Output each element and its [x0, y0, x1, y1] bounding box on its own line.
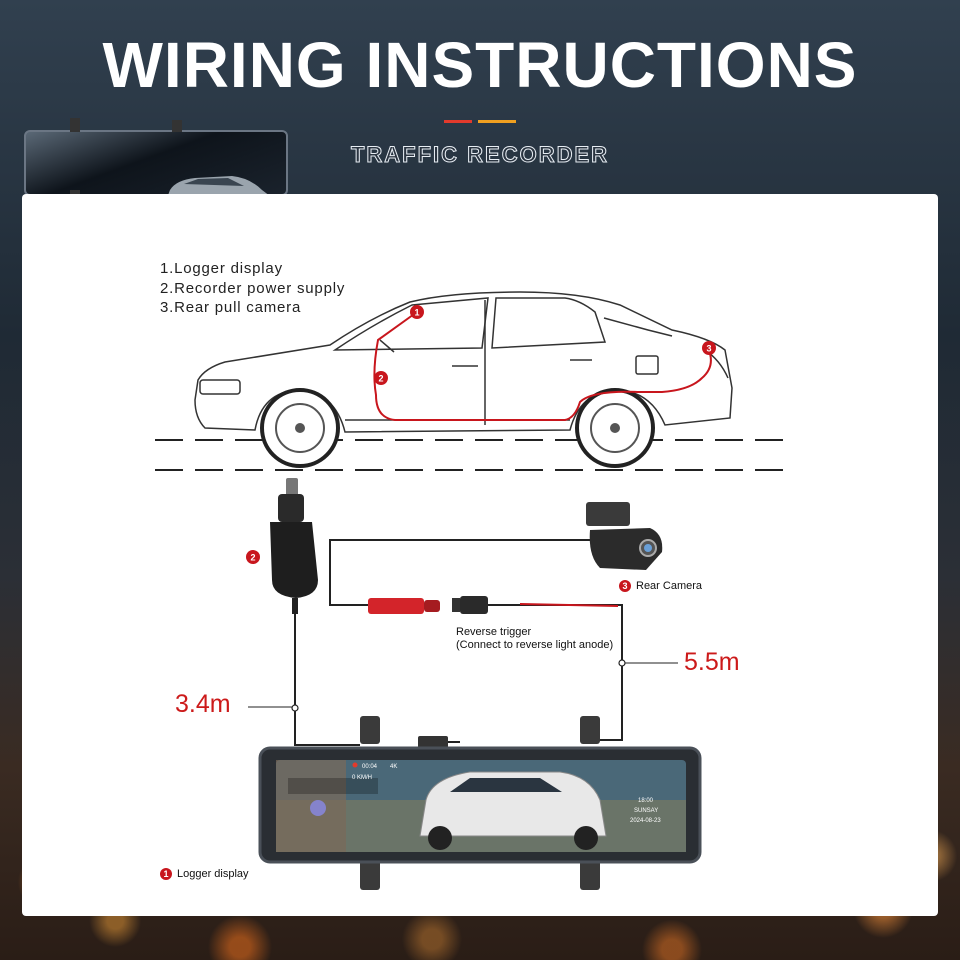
- marker-2-car: 2: [374, 371, 388, 385]
- screen-resolution: 4K: [390, 764, 397, 770]
- legend-item-rear-camera: 3.Rear pull camera: [160, 299, 302, 316]
- marker-1-car: 1: [410, 305, 424, 319]
- cigarette-power-adapter: [270, 478, 318, 614]
- trigger-red-wire: [519, 603, 619, 607]
- marker-3-rear-camera: 3: [619, 580, 631, 593]
- svg-text:2: 2: [250, 553, 255, 563]
- car-wheels: [260, 388, 655, 468]
- title-accent-bar: [444, 120, 516, 123]
- legend-item-power-supply: 2.Recorder power supply: [160, 279, 346, 297]
- screen-speed: 0 KM/H: [352, 775, 372, 781]
- screen-record-dot: [352, 762, 358, 768]
- svg-text:2: 2: [378, 374, 383, 384]
- rear-camera-device: [586, 502, 663, 570]
- marker-2-adapter: 2: [246, 550, 260, 564]
- screen-clock: 18:00: [638, 798, 654, 804]
- svg-text:3: 3: [706, 344, 711, 354]
- screen-day: SUNSAY: [634, 808, 658, 814]
- screen-date: 2024-08-23: [630, 818, 661, 824]
- power-cable-length: 3.4m: [175, 690, 231, 718]
- reverse-trigger-connector: [368, 596, 488, 614]
- page-title: WIRING INSTRUCTIONS: [102, 29, 858, 101]
- legend-list: 1.Logger display 2.Recorder power supply…: [160, 259, 345, 318]
- reverse-trigger-label: Reverse trigger (Connect to reverse ligh…: [456, 626, 614, 651]
- screen-time: 00:04: [362, 764, 378, 770]
- marker-1-logger: 1: [160, 868, 172, 881]
- camera-cable-length: 5.5m: [684, 648, 740, 676]
- svg-text:1: 1: [414, 308, 419, 318]
- page-subtitle: TRAFFIC RECORDER: [350, 142, 610, 168]
- legend-item-logger-display: 1.Logger display: [160, 260, 283, 277]
- road-lines: [155, 439, 790, 471]
- logger-display-device: [258, 716, 702, 890]
- in-car-cable-route: [373, 311, 712, 421]
- marker-3-car: 3: [702, 341, 716, 355]
